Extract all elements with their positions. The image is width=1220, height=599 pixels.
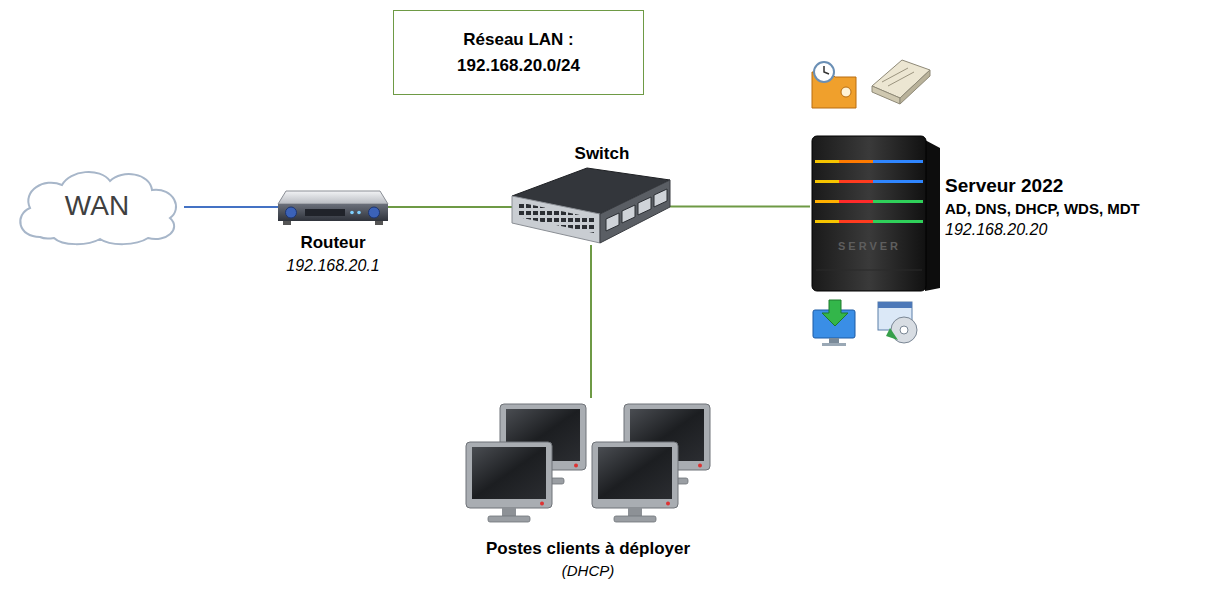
strip: [839, 160, 873, 163]
strip: [815, 160, 839, 163]
scanner-slot: [888, 72, 914, 86]
strip: [839, 180, 873, 183]
strip: [815, 200, 839, 203]
server-strips: [815, 160, 923, 223]
strip: [815, 180, 839, 183]
server-icon: [812, 136, 940, 291]
router-led: [350, 211, 354, 215]
window-bar: [878, 302, 912, 308]
monitor-stand: [829, 338, 839, 343]
switch-front: [512, 196, 600, 243]
strip: [873, 160, 923, 163]
setup-icon: [878, 302, 917, 343]
strip: [839, 220, 873, 223]
scanner-front: [872, 86, 900, 104]
monitor-base: [822, 343, 846, 346]
cloud-shape: [20, 172, 176, 244]
switch-ports: [518, 202, 594, 233]
clock: [814, 62, 834, 82]
network-cable: [184, 206, 278, 208]
switch-node: Switch: [512, 168, 670, 245]
network-cable: [388, 206, 512, 208]
file-share-icon: [812, 62, 856, 108]
strip: [873, 180, 923, 183]
switch-side: [600, 180, 670, 243]
folder-badge: [841, 87, 851, 97]
device-name: Switch: [575, 143, 630, 166]
disc-hole: [900, 326, 908, 334]
device-name: Routeur: [300, 232, 365, 255]
clients-node: Postes clients à déployer(DHCP): [463, 398, 713, 532]
scanner-icon: [872, 60, 930, 104]
server-groove: [816, 270, 922, 271]
device-detail: AD, DNS, DHCP, WDS, MDT: [945, 199, 1140, 219]
router-led: [357, 211, 361, 215]
network-cable: [670, 206, 810, 208]
label-stack: Postes clients à déployer(DHCP): [486, 538, 690, 581]
label-stack: Switch: [575, 143, 630, 166]
router-knob: [286, 207, 297, 218]
scanner-slot: [882, 68, 908, 82]
monitor: [592, 442, 678, 522]
monitor: [466, 442, 552, 522]
strip: [873, 220, 923, 223]
device-detail: 192.168.20.1: [286, 255, 379, 277]
strip: [839, 200, 873, 203]
router-front: [278, 204, 388, 221]
switch-port: [622, 205, 635, 223]
clock-hands: [824, 66, 829, 74]
switch-port: [638, 197, 651, 215]
client-workstations: [466, 404, 710, 522]
switch-port: [606, 213, 619, 231]
label-stack: Routeur192.168.20.1: [286, 232, 379, 277]
router-knob: [369, 207, 380, 218]
router-top: [278, 191, 388, 204]
strip: [873, 200, 923, 203]
scanner-side: [900, 70, 930, 104]
server-node: Serveur 2022AD, DNS, DHCP, WDS, MDT192.1…: [810, 133, 942, 291]
router-node: Routeur192.168.20.1: [278, 188, 388, 226]
switch-icon: [512, 168, 670, 243]
disc: [891, 317, 917, 343]
network-cable: [590, 245, 592, 398]
device-name: Postes clients à déployer: [486, 538, 690, 561]
device-name: Serveur 2022: [945, 173, 1063, 199]
switch-port: [654, 189, 667, 207]
server-body: [812, 136, 926, 291]
download-arrow: [822, 300, 848, 326]
setup-mark: [886, 328, 898, 340]
router-icon: [278, 191, 388, 225]
strip: [815, 220, 839, 223]
network-box: Réseau LAN : 192.168.20.0/24: [393, 10, 644, 95]
wan-cloud: WAN: [10, 165, 184, 247]
server-side: [925, 140, 940, 291]
device-detail: 192.168.20.20: [945, 219, 1047, 241]
server-brand: SERVER: [838, 240, 901, 252]
label-stack: Serveur 2022AD, DNS, DHCP, WDS, MDT192.1…: [945, 173, 1140, 240]
router-panel: [305, 209, 345, 216]
router-foot: [283, 221, 291, 225]
cloud-label: WAN: [65, 187, 129, 225]
deploy-icon: [813, 300, 855, 346]
router-foot: [375, 221, 383, 225]
network-label: Réseau LAN : 192.168.20.0/24: [414, 27, 623, 78]
device-detail: (DHCP): [562, 561, 615, 581]
